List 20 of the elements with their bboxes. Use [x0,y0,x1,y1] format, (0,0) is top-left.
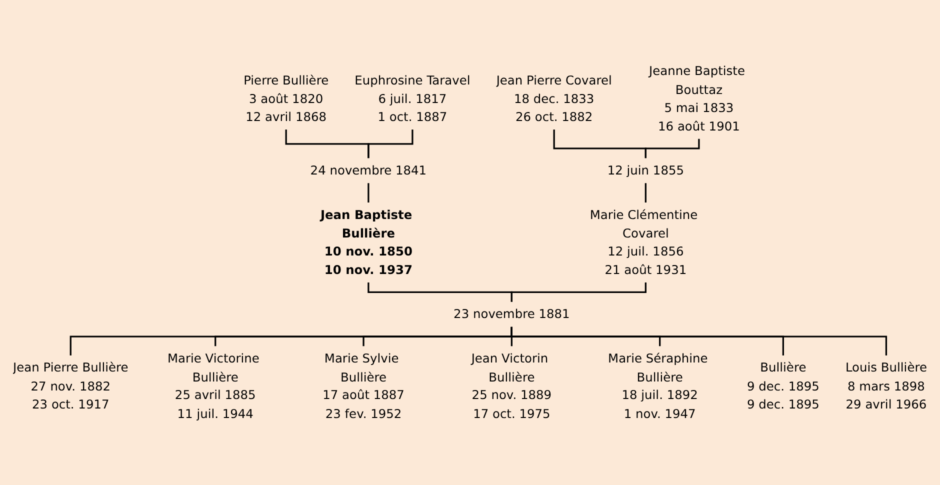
connector [510,326,888,356]
node-text: Jean Victorin Bullière 25 nov. 1889 17 oct. 1975 [471,351,552,421]
connector [368,183,370,203]
node-text: Marie Victorine Bullière 25 avril 1885 11 juil. 1944 [167,351,260,421]
node-text: Jeanne Baptiste Bouttaz 5 mai 1833 16 août 1901 [649,64,745,134]
connector [510,282,646,302]
node-text: Louis Bullière 8 mars 1898 29 avril 1966 [845,360,927,412]
connector [368,130,414,158]
node-text: Pierre Bullière 3 août 1820 12 avril 1868 [244,72,329,124]
node-text: Jean Baptiste Bullière 10 nov. 1850 10 nov. 1937 [320,207,413,278]
node-text: Marie Clémentine Covarel 12 juil. 1856 21 août 1931 [590,207,698,278]
node-text: Marie Séraphine Bullière 18 juil. 1892 1 nov. 1947 [608,351,708,421]
node-text: Marie Sylvie Bullière 17 août 1887 23 fev. 1952 [322,351,404,421]
node-text: 24 novembre 1841 [310,163,427,178]
connector [644,183,646,203]
connector [644,138,700,158]
node-text: Bullière 9 dec. 1895 9 dec. 1895 [746,360,820,412]
node-text: 23 novembre 1881 [454,306,570,322]
node-text: Euphrosine Taravel 6 juil. 1817 1 oct. 1887 [354,72,470,124]
node-text: 12 juin 1855 [607,163,684,178]
